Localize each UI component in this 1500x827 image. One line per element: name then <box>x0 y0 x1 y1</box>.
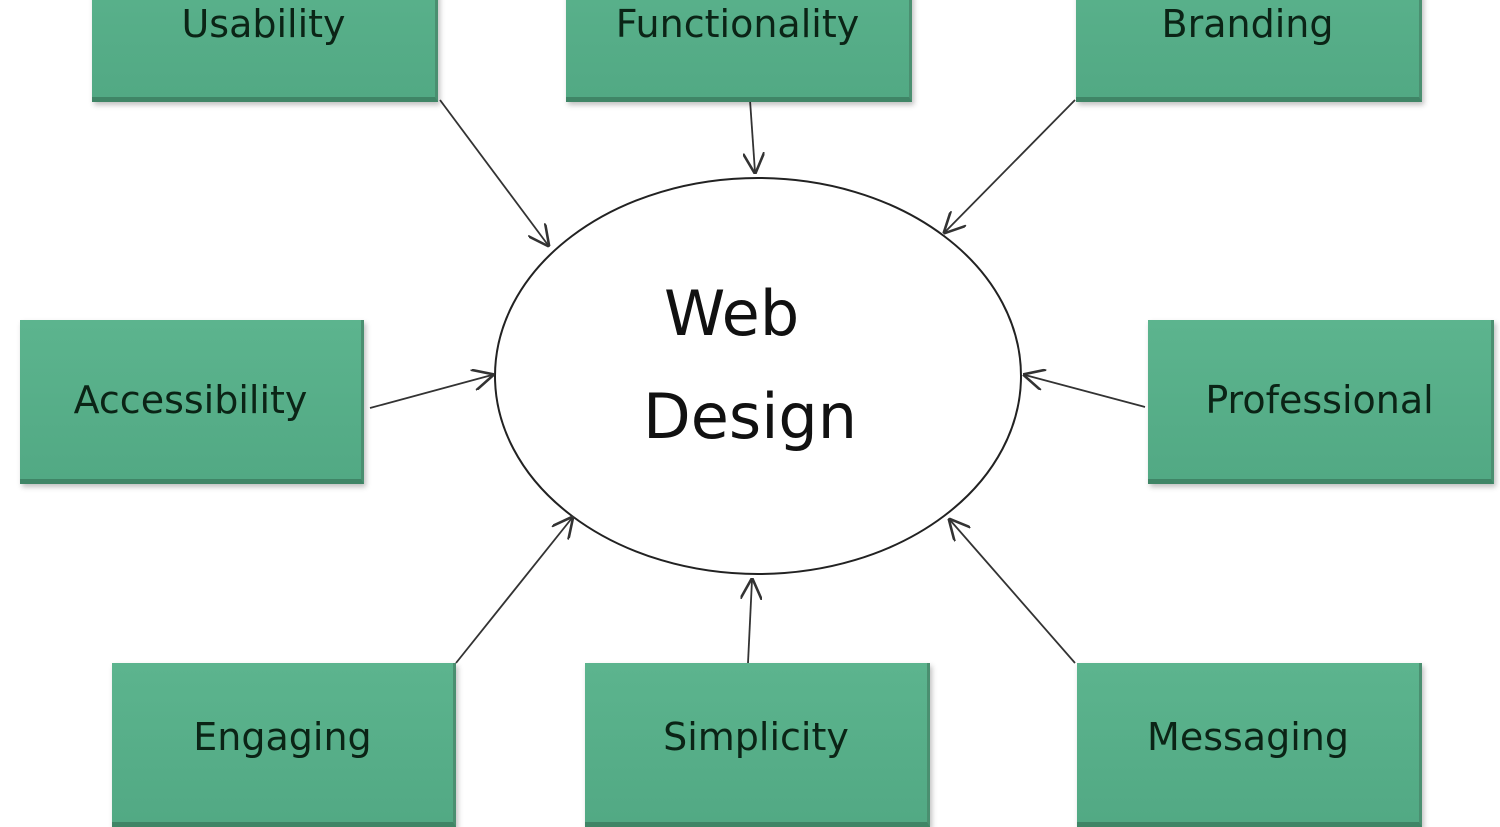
node-label: Simplicity <box>663 715 849 759</box>
node-simplicity: Simplicity <box>585 663 930 827</box>
node-label: Engaging <box>193 715 372 759</box>
node-professional: Professional <box>1148 320 1494 484</box>
node-label: Usability <box>181 2 346 46</box>
node-label: Branding <box>1161 2 1334 46</box>
arrow-engaging <box>455 518 572 664</box>
arrow-messaging <box>950 520 1076 664</box>
node-branding: Branding <box>1076 0 1422 102</box>
arrow-functionality <box>750 99 755 172</box>
arrow-professional <box>1025 375 1146 408</box>
center-label-line2: Design <box>643 380 858 453</box>
node-messaging: Messaging <box>1077 663 1422 827</box>
arrow-usability <box>439 99 548 245</box>
center-label-line1: Web <box>664 277 800 350</box>
diagram-canvas <box>369 99 1146 664</box>
center-ellipse <box>494 177 1022 575</box>
node-functionality: Functionality <box>566 0 912 102</box>
node-label: Accessibility <box>73 378 308 422</box>
arrow-simplicity <box>748 580 752 664</box>
node-label: Messaging <box>1147 715 1349 759</box>
arrow-accessibility <box>369 375 492 409</box>
arrow-branding <box>945 99 1076 232</box>
node-label: Functionality <box>615 2 860 46</box>
node-accessibility: Accessibility <box>20 320 364 484</box>
node-engaging: Engaging <box>112 663 456 827</box>
node-label: Professional <box>1205 378 1434 422</box>
node-usability: Usability <box>92 0 438 102</box>
